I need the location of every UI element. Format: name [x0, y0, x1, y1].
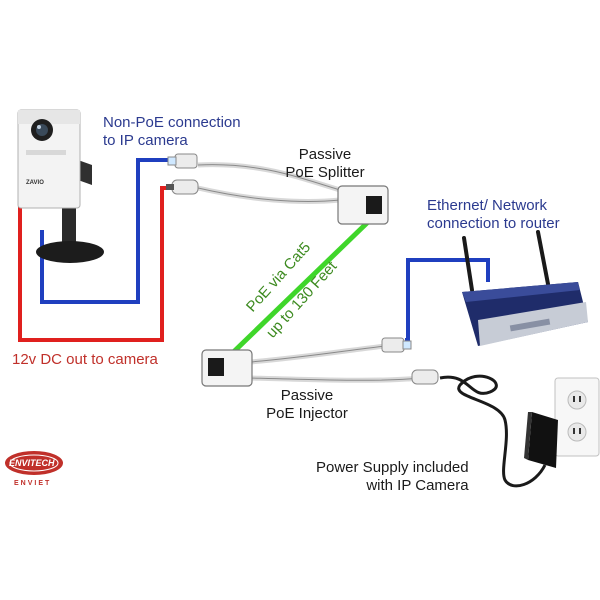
- camera-brand: ZAVIO: [26, 180, 44, 186]
- splitter-rj45-plug: [167, 153, 198, 169]
- splitter-label-line1: Passive: [298, 146, 352, 163]
- wall-outlet-icon: [554, 377, 600, 457]
- logo-word: ENVITECH: [9, 458, 55, 468]
- poe-injector-box: [201, 349, 253, 387]
- non-poe-label: Non-PoE connection to IP camera: [103, 114, 241, 150]
- injector-label-line2: PoE Injector: [266, 405, 348, 422]
- power-supply-label: Power Supply included with IP Camera: [316, 459, 469, 495]
- injector-label-line1: Passive: [280, 387, 334, 404]
- logo-sub: ENVIET: [14, 480, 52, 487]
- injector-dc-jack: [411, 369, 439, 385]
- poe-cable-green: [218, 220, 370, 367]
- poe-splitter-box: [337, 185, 389, 225]
- ethernet-label-line2: connection to router: [427, 215, 560, 232]
- wireless-router-icon: [462, 230, 588, 346]
- ip-camera-icon: [17, 109, 104, 263]
- data-cable-blue-router: [405, 258, 490, 342]
- splitter-dc-plug: [166, 179, 199, 195]
- ethernet-label: Ethernet/ Network connection to router: [427, 197, 560, 233]
- injector-cables: [249, 343, 421, 383]
- splitter-cables: [197, 162, 341, 204]
- power-cable-red: [18, 186, 172, 342]
- injector-label: Passive PoE Injector: [252, 387, 362, 423]
- dc-out-label: 12v DC out to camera: [12, 351, 158, 368]
- ethernet-label-line1: Ethernet/ Network: [427, 197, 548, 214]
- power-supply-label-line2: with IP Camera: [366, 477, 469, 494]
- injector-rj45-plug: [381, 337, 412, 353]
- non-poe-label-line1: Non-PoE connection: [103, 114, 241, 131]
- power-supply-cable: [439, 374, 547, 488]
- splitter-label-line2: PoE Splitter: [285, 164, 365, 181]
- data-cable-blue-camera: [40, 158, 175, 304]
- non-poe-label-line2: to IP camera: [103, 132, 188, 149]
- power-supply-label-line1: Power Supply included: [316, 459, 469, 476]
- envitech-logo-icon: [5, 451, 63, 475]
- splitter-label: Passive PoE Splitter: [280, 146, 370, 182]
- power-adapter-icon: [524, 412, 558, 468]
